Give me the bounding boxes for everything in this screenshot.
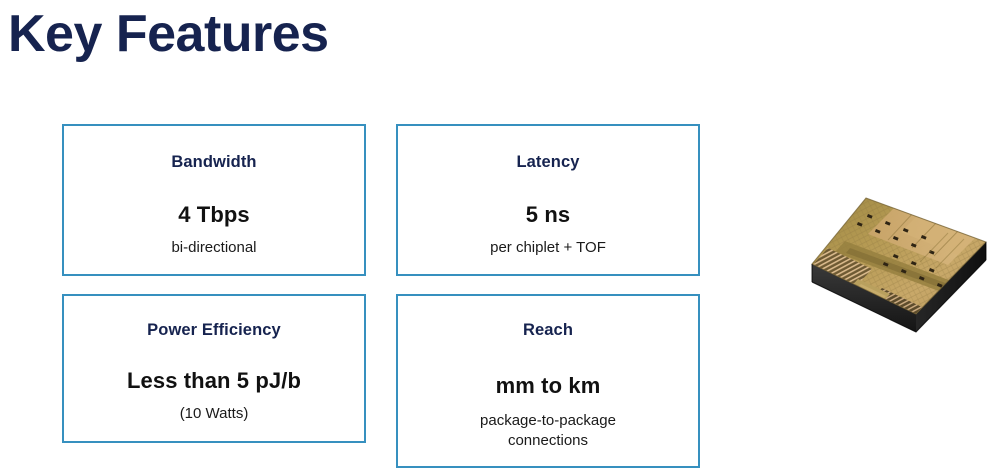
feature-card-latency: Latency 5 ns per chiplet + TOF	[396, 124, 700, 276]
card-value: 4 Tbps	[178, 201, 250, 227]
feature-card-reach: Reach mm to km package-to-package connec…	[396, 294, 700, 468]
card-value: 5 ns	[525, 201, 571, 227]
card-heading: Bandwidth	[171, 153, 257, 171]
card-heading: Reach	[522, 321, 574, 339]
card-note: package-to-package connections	[480, 411, 616, 451]
card-value: mm to km	[495, 372, 601, 398]
feature-card-bandwidth: Bandwidth 4 Tbps bi-directional	[62, 124, 366, 276]
card-note-line-1: package-to-package	[480, 412, 616, 430]
page-title: Key Features	[8, 5, 329, 63]
card-note: bi-directional	[171, 239, 257, 257]
card-note: (10 Watts)	[179, 405, 249, 423]
card-heading: Latency	[516, 153, 580, 171]
card-value: Less than 5 pJ/b	[127, 367, 301, 393]
card-heading: Power Efficiency	[147, 321, 281, 339]
feature-card-power-efficiency: Power Efficiency Less than 5 pJ/b (10 Wa…	[62, 294, 366, 443]
card-note: per chiplet + TOF	[490, 239, 606, 257]
chiplet-die-illustration	[798, 186, 994, 336]
card-note-line-2: connections	[507, 431, 589, 449]
